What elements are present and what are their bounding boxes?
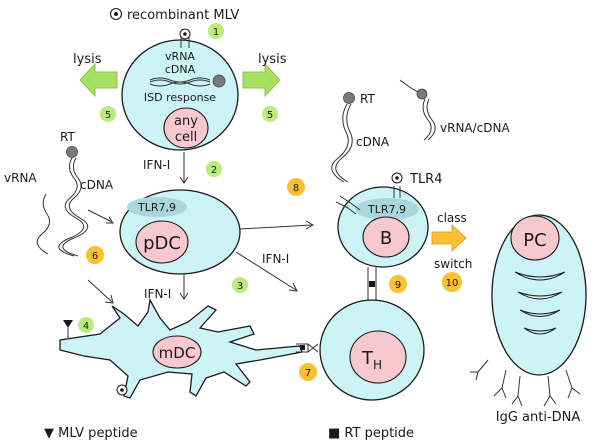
arrow-to-pdc — [87, 209, 113, 223]
badge-4 — [78, 317, 94, 333]
mdc-label: mDC — [159, 344, 196, 362]
rt-cdna-strand-right-icon — [331, 92, 355, 183]
ifn-right-label: IFN-I — [262, 252, 289, 266]
ifn-top-label: IFN-I — [143, 158, 170, 172]
badge-5-right-number: 5 — [267, 110, 273, 121]
legend-rt-peptide: ■ RT peptide — [328, 426, 414, 441]
badge-6 — [86, 246, 104, 264]
isd-response-label: ISD response — [144, 91, 216, 104]
arrow-to-mdc — [87, 279, 113, 303]
b-th-synapse-icon — [367, 267, 377, 300]
cell-label: cell — [175, 130, 197, 145]
pc-nucleus — [510, 215, 560, 261]
badge-3 — [232, 277, 248, 293]
vrna-cdna-right-label: vRNA/cDNA — [440, 121, 510, 135]
badge-9-number: 9 — [395, 280, 401, 291]
rt-right-label: RT — [360, 92, 375, 106]
mlv-icon-legend — [109, 7, 123, 21]
badge-1 — [208, 23, 224, 39]
rt-left-label: RT — [60, 130, 75, 144]
badge-2-number: 2 — [211, 165, 217, 176]
cdna-top-label: cDNA — [165, 63, 196, 76]
cdna-right-label: cDNA — [356, 135, 390, 149]
any-label: any — [174, 114, 198, 129]
badge-5-left-number: 5 — [105, 110, 111, 121]
pc-label: PC — [523, 230, 546, 251]
igg-antibody-icons — [470, 359, 581, 407]
pdc-label: pDC — [143, 233, 181, 254]
th-label: TH — [361, 348, 382, 372]
badge-10 — [442, 272, 462, 292]
any-cell-body — [121, 39, 239, 151]
badge-1-number: 1 — [213, 27, 219, 38]
bcr-receptor-icon — [335, 195, 361, 215]
vrna-cdna-strand-right-icon — [399, 79, 436, 141]
badge-5-right — [262, 106, 278, 122]
viral-dna-helix-icon — [149, 74, 226, 88]
class-switch-arrow — [431, 224, 467, 252]
ifn-bottom-label: IFN-I — [144, 287, 171, 301]
tlr-b-receptor — [355, 198, 419, 220]
badge-9 — [389, 275, 407, 293]
th-nucleus — [349, 330, 407, 384]
lysis-right-arrow — [242, 62, 281, 98]
b-label: B — [380, 228, 392, 249]
badge-10-number: 10 — [446, 278, 459, 289]
rt-cdna-strand-left-icon — [58, 146, 89, 257]
pdc-nucleus — [135, 220, 189, 264]
igg-anti-dna-label: IgG anti-DNA — [496, 410, 581, 425]
badge-8-number: 8 — [293, 183, 299, 194]
lysis-right-label: lysis — [258, 52, 287, 67]
mdc-nucleus — [152, 335, 202, 369]
vrna-top-label: vRNA — [165, 50, 195, 63]
badge-3-number: 3 — [237, 281, 243, 292]
badge-4-number: 4 — [83, 321, 89, 332]
badge-8 — [287, 178, 305, 196]
lysis-left-arrow — [79, 62, 118, 98]
mlv-peptide-marker-icon — [63, 320, 73, 338]
rt-peptide-mhc-icon — [296, 343, 319, 353]
tlr-b-label: TLR7,9 — [367, 203, 406, 216]
er-stacks-icon — [514, 271, 566, 335]
cdna-left-label: cDNA — [80, 178, 114, 192]
ifn-to-th-arrow — [235, 251, 297, 291]
switch-label: switch — [434, 257, 472, 271]
class-label: class — [437, 211, 467, 225]
lysis-left-label: lysis — [73, 52, 102, 67]
any-cell-nucleus — [163, 107, 209, 149]
recombinant-mlv-label: recombinant MLV — [127, 8, 239, 23]
tlr4-label: TLR4 — [409, 172, 443, 187]
badge-5-left — [100, 106, 116, 122]
badge-2 — [206, 161, 222, 177]
ifn-to-b-arrow — [239, 224, 313, 230]
legend-mlv-peptide: ▼ MLV peptide — [44, 426, 138, 441]
badge-7-number: 7 — [305, 368, 311, 379]
tlr4-mlv-icon — [391, 172, 403, 198]
vrna-strand-left-icon — [36, 193, 51, 255]
tlr-pdc-receptor — [127, 197, 187, 217]
pc-cell-body — [491, 214, 587, 376]
mlv-entering-icon — [179, 28, 191, 48]
b-nucleus — [362, 216, 410, 258]
tlr-pdc-label: TLR7,9 — [137, 201, 176, 214]
mlv-on-mdc-icon — [116, 384, 128, 396]
vrna-left-label: vRNA — [4, 171, 37, 185]
badge-7 — [299, 363, 317, 381]
badge-6-number: 6 — [92, 251, 98, 262]
